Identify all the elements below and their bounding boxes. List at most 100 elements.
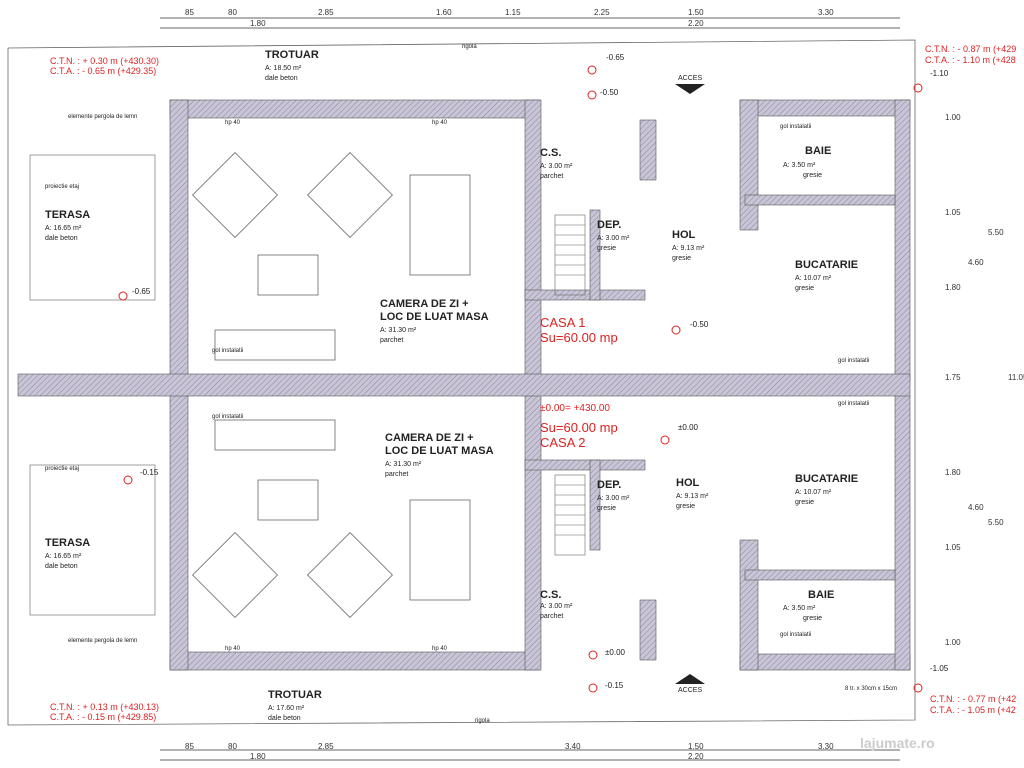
room-floor: parchet bbox=[385, 471, 408, 478]
access-top: ACCES bbox=[675, 75, 705, 94]
top-dim: 3.30 bbox=[818, 8, 834, 17]
top-dim: 1.80 bbox=[250, 19, 266, 28]
top-dim: 2.20 bbox=[688, 19, 704, 28]
stair-top bbox=[554, 214, 586, 296]
party-wall bbox=[17, 373, 911, 397]
level-marker: ±0.00 bbox=[678, 423, 699, 432]
casa-1-label: CASA 1 bbox=[540, 315, 586, 330]
gol-instalatii-label: gol instalatii bbox=[838, 358, 869, 364]
right-dim: 1.05 bbox=[945, 208, 961, 217]
room-floor: gresie bbox=[795, 285, 814, 292]
right-dim: 5.50 bbox=[988, 228, 1004, 237]
room-area: A: 3.00 m² bbox=[540, 163, 573, 170]
level-note: C.T.A. : - 0.65 m (+429.35) bbox=[50, 66, 156, 76]
proiectie-etaj-label: proiectie etaj bbox=[45, 184, 79, 190]
steps-label: 8 tr. x 30cm x 15cm bbox=[845, 686, 897, 692]
room-floor: gresie bbox=[672, 255, 691, 262]
level-marker: -1.10 bbox=[930, 69, 949, 78]
room-area: A: 3.00 m² bbox=[597, 495, 630, 502]
top-dim: 2.85 bbox=[318, 8, 334, 17]
right-dim: 1.00 bbox=[945, 113, 961, 122]
room-name-hol-bottom: HOL bbox=[676, 477, 700, 489]
level-note: C.T.N. : + 0.30 m (+430.30) bbox=[50, 56, 159, 66]
right-dim: 1.05 bbox=[945, 543, 961, 552]
level-marker: ±0.00 bbox=[605, 648, 626, 657]
top-dim: 85 bbox=[185, 8, 194, 17]
room-name-bucatarie-bottom: BUCATARIE bbox=[795, 473, 858, 485]
room-floor: parchet bbox=[540, 613, 563, 620]
gol-instalatii-label: gol instalatii bbox=[838, 401, 869, 407]
room-name-terasa-bottom: TERASA bbox=[45, 537, 90, 549]
bottom-dim: 2.20 bbox=[688, 752, 704, 761]
gol-instalatii-label: gol instalatii bbox=[780, 632, 811, 638]
right-dim: 1.80 bbox=[945, 283, 961, 292]
hp40-label: hp 40 bbox=[432, 120, 448, 126]
access-label: ACCES bbox=[678, 75, 702, 82]
room-area: A: 9.13 m² bbox=[672, 245, 705, 252]
level-note: C.T.N. : + 0.13 m (+430.13) bbox=[50, 702, 159, 712]
level-note: C.T.A. : - 0.15 m (+429.85) bbox=[50, 712, 156, 722]
room-floor: gresie bbox=[597, 505, 616, 512]
site-boundary bbox=[7, 39, 916, 726]
right-dim: 4.60 bbox=[968, 258, 984, 267]
room-name-camera-bottom: LOC DE LUAT MASA bbox=[385, 445, 494, 457]
right-dim: 4.60 bbox=[968, 503, 984, 512]
room-name-camera-top: LOC DE LUAT MASA bbox=[380, 311, 489, 323]
bottom-dim: 1.80 bbox=[250, 752, 266, 761]
room-area: A: 18.50 m² bbox=[265, 65, 302, 72]
level-target-icons bbox=[118, 65, 923, 693]
room-name-trotuar-bottom: TROTUAR bbox=[268, 689, 322, 701]
room-area: A: 3.00 m² bbox=[597, 235, 630, 242]
right-dim: 1.75 bbox=[945, 373, 961, 382]
room-name-camera-top: CAMERA DE ZI + bbox=[380, 298, 469, 310]
room-area: A: 16.65 m² bbox=[45, 553, 82, 560]
room-area: A: 3.50 m² bbox=[783, 162, 816, 169]
top-dimension-line bbox=[160, 17, 900, 761]
level-marker: -0.65 bbox=[606, 53, 625, 62]
bottom-dim: 3.40 bbox=[565, 742, 581, 751]
hp40-label: hp 40 bbox=[432, 646, 448, 652]
living-furniture-bottom bbox=[192, 419, 471, 618]
room-area: A: 9.13 m² bbox=[676, 493, 709, 500]
casa-2-label: CASA 2 bbox=[540, 435, 586, 450]
level-marker: -1.05 bbox=[930, 664, 949, 673]
rigola-label: rigola bbox=[462, 44, 477, 50]
watermark-text: lajumate.ro bbox=[860, 735, 935, 751]
room-area: A: 10.07 m² bbox=[795, 489, 832, 496]
room-name-cs-bottom: C.S. bbox=[540, 589, 561, 601]
room-floor: dale beton bbox=[45, 563, 78, 570]
hp40-label: hp 40 bbox=[225, 646, 241, 652]
pergola-label: elemente pergola de lemn bbox=[68, 114, 137, 120]
top-dim: 1.60 bbox=[436, 8, 452, 17]
gol-instalatii-label: gol instalatii bbox=[212, 414, 243, 420]
gol-instalatii-label: gol instalatii bbox=[780, 124, 811, 130]
room-floor: gresie bbox=[803, 615, 822, 622]
room-name-dep-top: DEP. bbox=[597, 219, 621, 231]
access-label: ACCES bbox=[678, 687, 702, 694]
bottom-dim: 85 bbox=[185, 742, 194, 751]
room-area: A: 17.60 m² bbox=[268, 705, 305, 712]
top-dim: 1.50 bbox=[688, 8, 704, 17]
rigola-label: rigola bbox=[475, 718, 490, 724]
room-floor: gresie bbox=[795, 499, 814, 506]
level-note: C.T.N. : - 0.87 m (+429 bbox=[925, 44, 1016, 54]
room-area: A: 3.50 m² bbox=[783, 605, 816, 612]
living-furniture-top bbox=[192, 152, 471, 361]
walls-house-2 bbox=[169, 394, 911, 671]
room-floor: parchet bbox=[380, 337, 403, 344]
casa-1-su: Su=60.00 mp bbox=[540, 330, 618, 345]
room-name-baie-bottom: BAIE bbox=[808, 589, 834, 601]
right-dim: 1.80 bbox=[945, 468, 961, 477]
room-name-camera-bottom: CAMERA DE ZI + bbox=[385, 432, 474, 444]
hp40-label: hp 40 bbox=[225, 120, 241, 126]
room-name-bucatarie-top: BUCATARIE bbox=[795, 259, 858, 271]
room-name-terasa-top: TERASA bbox=[45, 209, 90, 221]
top-dim: 80 bbox=[228, 8, 237, 17]
room-name-baie-top: BAIE bbox=[805, 145, 831, 157]
right-dim: 11.05 bbox=[1008, 373, 1024, 382]
level-marker: -0.15 bbox=[605, 681, 624, 690]
casa-2-su: Su=60.00 mp bbox=[540, 420, 618, 435]
room-area: A: 31.30 m² bbox=[380, 327, 417, 334]
room-area: A: 16.65 m² bbox=[45, 225, 82, 232]
